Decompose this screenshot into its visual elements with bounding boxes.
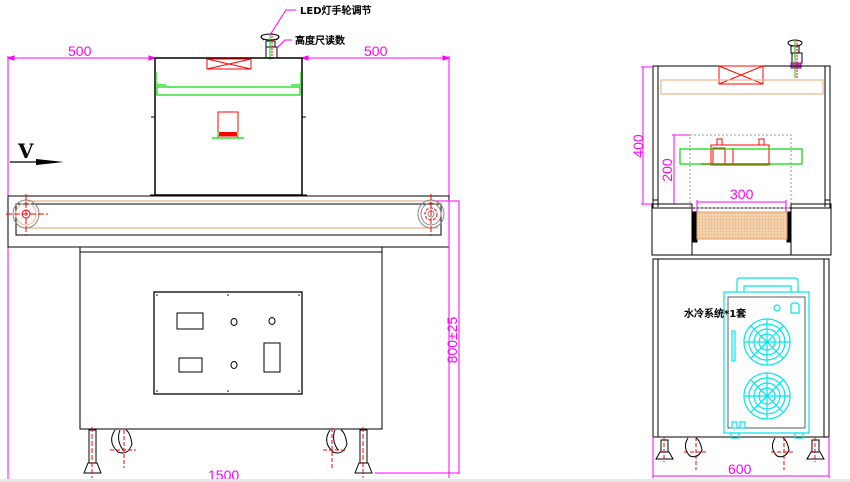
roller-right-icon (417, 194, 445, 236)
chiller-fan-2-icon (743, 372, 791, 420)
dimension-600-label: 600 (728, 461, 752, 477)
front-view: 500 500 LED灯手轮调节 高度尺读数 (6, 4, 460, 482)
lamp-frame (689, 134, 792, 209)
side-foot-right-icon (806, 437, 825, 462)
dimension-right-500 (300, 55, 451, 200)
side-caster-right-icon (771, 437, 795, 470)
dimension-600 (652, 437, 830, 478)
lamp-hood (150, 57, 307, 196)
switch (263, 342, 281, 373)
caster-right-icon (323, 428, 348, 468)
page-edge (0, 479, 850, 482)
dimension-height-label: 800±25 (444, 316, 460, 363)
leader-height-scale (276, 39, 292, 49)
arrow-right-icon (10, 159, 64, 165)
dimension-300 (696, 200, 787, 212)
side-cabinet (652, 258, 830, 438)
knob-1 (230, 318, 238, 326)
display-2 (178, 357, 203, 373)
dimension-right-label: 500 (364, 43, 388, 59)
dimension-200-label: 200 (659, 158, 675, 182)
dimension-300-label: 300 (730, 186, 754, 202)
water-chiller (723, 277, 810, 439)
leveling-foot-left-icon (83, 427, 102, 478)
chiller-annotation: 水冷系统*1套 (683, 307, 747, 320)
conveyor-belt (6, 194, 450, 248)
chiller-fan-1-icon (743, 318, 791, 366)
side-view: 400 200 (630, 39, 832, 478)
handwheel-icon (260, 33, 280, 60)
dimension-400-label: 400 (630, 134, 646, 158)
side-caster-left-icon (684, 437, 708, 470)
handwheel-annotation: LED灯手轮调节 (300, 4, 372, 17)
side-foot-left-icon (655, 437, 674, 462)
led-lamp-side (701, 138, 771, 166)
dimension-left-label: 500 (68, 43, 92, 59)
display-1 (176, 312, 204, 330)
caster-left-icon (110, 429, 136, 468)
leveling-foot-right-icon (354, 427, 373, 478)
lamp-rail (155, 72, 302, 96)
fan-icon (206, 58, 252, 70)
dimension-200 (672, 134, 692, 205)
height-scale-annotation: 高度尺读数 (295, 34, 346, 47)
dimension-total-length-label: 1500 (208, 467, 239, 482)
side-reflector (660, 79, 824, 95)
handwheel-side-icon (787, 39, 803, 78)
led-lamp-head (212, 111, 244, 139)
leader-handwheel (269, 9, 296, 36)
dimension-left-500 (6, 55, 157, 480)
control-panel (153, 291, 303, 395)
direction-label: V (17, 139, 34, 163)
cabinet (79, 246, 383, 430)
belt-mesh (696, 211, 788, 240)
fan-side-icon (718, 65, 764, 85)
knob-3 (230, 361, 238, 369)
lamp-rail-side (679, 148, 803, 165)
dimension-height (375, 200, 460, 478)
roller-left-icon (6, 194, 48, 236)
knob-2 (268, 317, 276, 325)
